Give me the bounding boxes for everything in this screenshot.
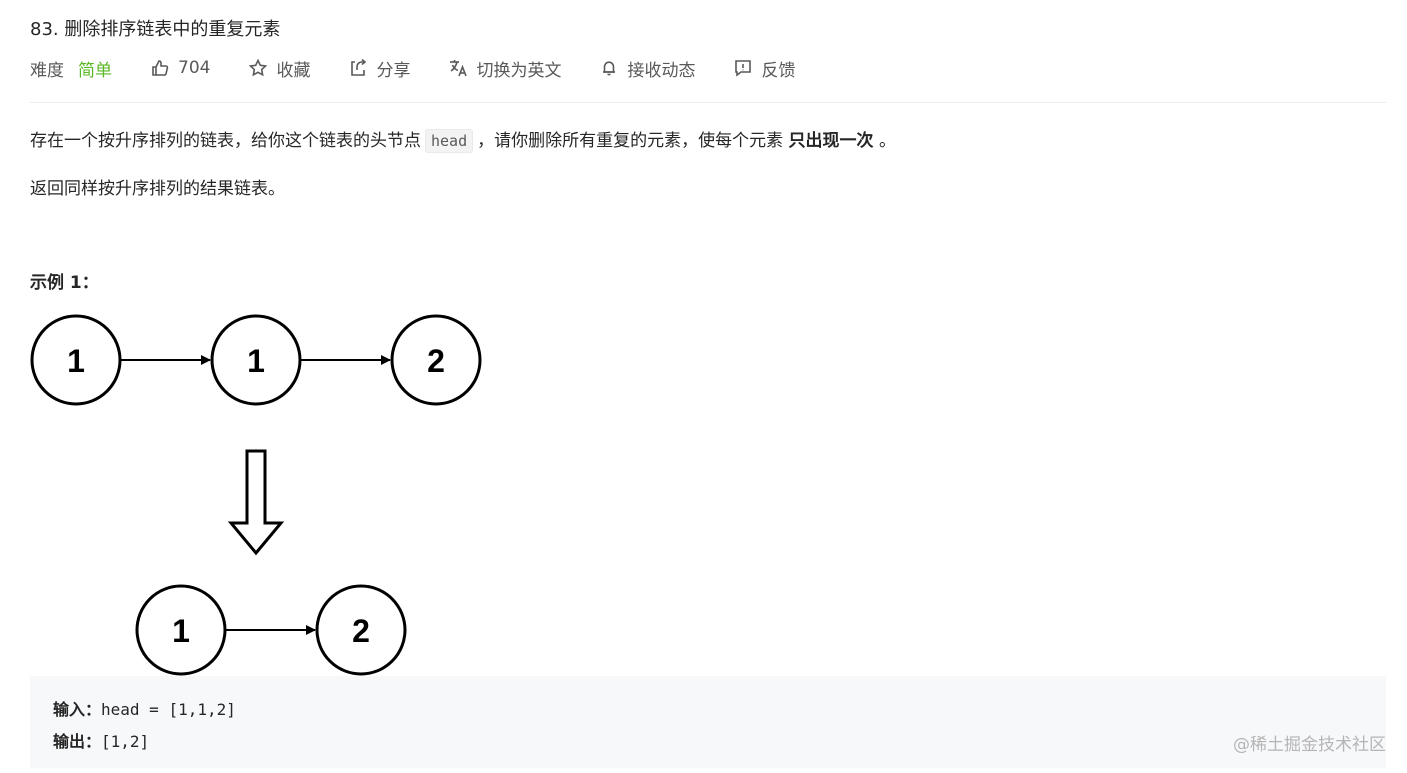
difficulty-label: 难度	[30, 60, 64, 81]
example-title: 示例 1：	[30, 273, 99, 293]
example-output-value: [1,2]	[101, 732, 150, 751]
star-icon	[249, 58, 268, 77]
node-value: 2	[352, 613, 370, 649]
like-count: 704	[178, 58, 211, 78]
example-input-line: 输入：head = [1,1,2]	[53, 696, 236, 720]
favorite-button[interactable]: 收藏	[248, 56, 310, 81]
translate-icon	[450, 60, 468, 77]
switch-language-label: 切换为英文	[476, 60, 562, 81]
description-paragraph-2: 返回同样按升序排列的结果链表。	[30, 179, 285, 199]
example-input-label: 输入：	[53, 700, 102, 719]
feedback-button[interactable]: 反馈	[733, 56, 795, 81]
notify-label: 接收动态	[627, 60, 696, 81]
list-node: 1	[30, 314, 122, 406]
description-text: 存在一个按升序排列的链表，给你这个链表的头节点	[30, 131, 421, 151]
like-button[interactable]: 704	[150, 58, 210, 78]
node-value: 1	[67, 343, 85, 379]
list-node: 1	[210, 314, 302, 406]
description-text: ，请你删除所有重复的元素，使每个元素	[477, 131, 784, 151]
inline-code-head: head	[425, 129, 474, 153]
list-node: 2	[390, 314, 482, 406]
problem-title: 83. 删除排序链表中的重复元素	[30, 19, 281, 40]
problem-page: 83. 删除排序链表中的重复元素 难度 简单 704 收藏 分享	[30, 0, 1386, 773]
example-input-value: head = [1,1,2]	[101, 700, 236, 719]
bell-icon	[603, 61, 616, 76]
node-value: 1	[172, 613, 190, 649]
example-output-line: 输出：[1,2]	[53, 728, 149, 752]
header-divider	[30, 102, 1386, 103]
description-text: 。	[878, 131, 896, 151]
feedback-icon	[735, 60, 752, 77]
linked-list-diagram: 1 1 2 1 2	[30, 314, 482, 676]
problem-meta-bar: 难度 简单 704 收藏 分享	[30, 56, 833, 81]
share-button[interactable]: 分享	[348, 56, 410, 81]
watermark: @稀土掘金技术社区	[1233, 735, 1386, 755]
example-io-block: 输入：head = [1,1,2] 输出：[1,2]	[30, 676, 1386, 768]
feedback-label: 反馈	[761, 60, 796, 81]
list-node: 1	[135, 584, 227, 676]
description-emphasis: 只出现一次	[788, 131, 874, 151]
node-value: 2	[427, 343, 445, 379]
notify-button[interactable]: 接收动态	[599, 56, 695, 81]
favorite-label: 收藏	[276, 60, 311, 81]
difficulty-badge: 简单	[78, 60, 112, 81]
list-node: 2	[315, 584, 407, 676]
share-label: 分享	[376, 60, 411, 81]
share-icon	[351, 58, 367, 76]
transform-arrow	[227, 449, 285, 556]
thumbs-up-icon	[152, 60, 169, 76]
switch-language-button[interactable]: 切换为英文	[448, 56, 561, 81]
node-value: 1	[247, 343, 265, 379]
example-output-label: 输出：	[53, 732, 102, 751]
